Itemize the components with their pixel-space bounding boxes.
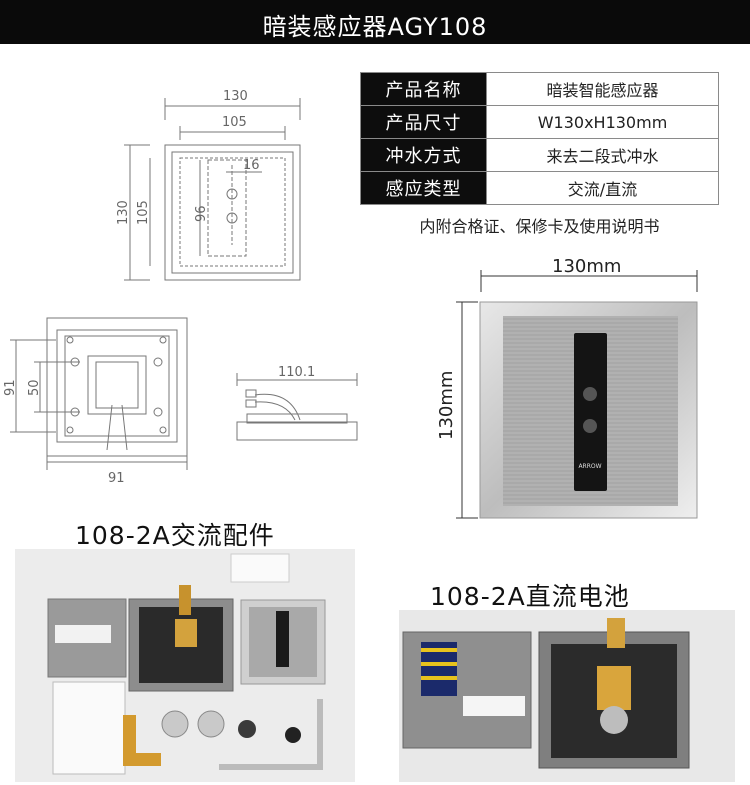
dim-96: 96 [194, 205, 209, 222]
product-height-label: 130mm [436, 371, 457, 440]
spec-key: 感应类型 [360, 171, 487, 205]
dc-battery-photo [399, 610, 735, 782]
dim-110: 110.1 [278, 365, 315, 380]
sensor-eye-lower [583, 419, 597, 433]
spec-value: W130xH130mm [486, 105, 719, 139]
dim-130-left: 130 [116, 200, 131, 225]
ac-accessories-photo [15, 549, 355, 782]
spec-row: 冲水方式 来去二段式冲水 [360, 138, 719, 172]
spec-key: 产品尺寸 [360, 105, 487, 139]
spec-row: 产品尺寸 W130xH130mm [360, 105, 719, 139]
title-banner: 暗装感应器AGY108 [0, 0, 750, 44]
spec-value: 来去二段式冲水 [486, 138, 719, 172]
dim-50: 50 [27, 379, 42, 396]
banner-title: 暗装感应器AGY108 [262, 13, 488, 41]
spec-row: 感应类型 交流/直流 [360, 171, 719, 205]
spec-key: 冲水方式 [360, 138, 487, 172]
product-width-label: 130mm [552, 256, 621, 277]
ac-section-title: 108-2A交流配件 [75, 521, 275, 550]
spec-note: 内附合格证、保修卡及使用说明书 [419, 217, 660, 236]
dim-91-left: 91 [3, 379, 18, 396]
dc-section-title: 108-2A直流电池 [430, 582, 630, 611]
sensor-eye-upper [583, 387, 597, 401]
spec-value: 交流/直流 [486, 171, 719, 205]
spec-key: 产品名称 [360, 72, 487, 106]
dim-91-bottom: 91 [108, 471, 125, 486]
dim-105-top: 105 [222, 115, 247, 130]
sensor-window [574, 333, 607, 491]
brand-logo: ARROW [578, 463, 601, 470]
dim-105-left: 105 [136, 200, 151, 225]
spec-table: 产品名称 暗装智能感应器 产品尺寸 W130xH130mm 冲水方式 来去二段式… [360, 72, 719, 205]
spec-row: 产品名称 暗装智能感应器 [360, 72, 719, 106]
dim-16: 16 [243, 158, 260, 173]
dim-130-top: 130 [223, 89, 248, 104]
